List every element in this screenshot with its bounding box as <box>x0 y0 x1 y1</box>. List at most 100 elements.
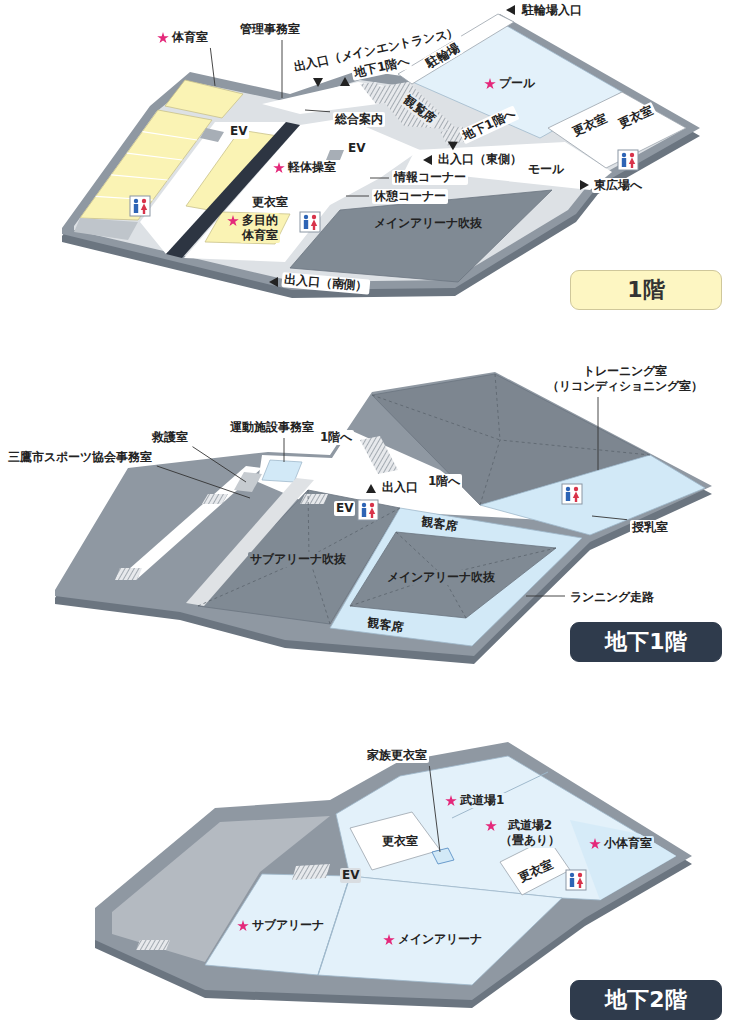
toilet-woman <box>631 164 633 168</box>
direction-arrow <box>506 5 515 15</box>
elevator <box>326 150 344 160</box>
toilet-frame <box>300 212 320 232</box>
place-label: EV <box>346 141 367 156</box>
toilet-icon <box>562 484 582 504</box>
direction-arrow <box>366 484 376 493</box>
toilet-man <box>622 158 626 167</box>
toilet-woman <box>311 220 317 227</box>
place-label: サブアリーナ <box>250 918 326 933</box>
plan-line <box>452 772 548 818</box>
toilet-frame <box>562 484 582 504</box>
place-label: 観覧席 <box>399 92 440 128</box>
place-label: 更衣室 <box>569 110 612 140</box>
toilet-woman <box>630 153 634 157</box>
toilet-woman <box>579 884 581 888</box>
place-label: プール <box>497 76 537 91</box>
leader-line <box>157 466 250 498</box>
stairs <box>202 494 228 504</box>
place-label: 軽体操室 <box>286 160 338 175</box>
plan-line <box>495 374 500 440</box>
plan-line <box>309 557 330 624</box>
place-label: 更衣室 <box>515 856 558 886</box>
toilet-man <box>622 153 626 157</box>
floor-badge: 地下1階 <box>570 622 722 662</box>
place-label: 管理事務室 <box>238 22 302 37</box>
plan-line <box>111 175 167 180</box>
wall-band <box>166 122 300 258</box>
toilet-man <box>362 508 366 517</box>
stairs <box>115 568 142 580</box>
toilet-man <box>362 503 366 507</box>
toilet-woman <box>578 873 582 877</box>
direction-arrow <box>445 137 458 150</box>
place-label: 運動施設事務室 <box>228 420 316 435</box>
room-area <box>74 218 138 240</box>
direction-arrow <box>313 78 323 87</box>
floor-name: 1階 <box>627 277 664 303</box>
toilet-woman <box>371 514 373 518</box>
room-area <box>234 472 262 492</box>
toilet-man <box>134 199 138 203</box>
leader-line <box>284 438 285 462</box>
leader-line <box>305 110 330 112</box>
floor-name: 地下1階 <box>605 629 686 655</box>
toilet-frame <box>358 500 378 520</box>
place-label: 出入口（南側） <box>281 272 370 295</box>
place-label: メインアリーナ <box>396 932 484 947</box>
place-label: 総合案内 <box>333 112 385 127</box>
place-label: 多目的 体育室 <box>240 213 280 243</box>
direction-arrow <box>340 77 350 86</box>
toilet-icon <box>566 870 586 890</box>
place-label: 地下1階へ <box>459 105 520 144</box>
direction-arrow <box>423 155 432 165</box>
toilet-icon <box>358 500 378 520</box>
place-label: 情報コーナー <box>392 170 468 185</box>
place-label: メインアリーナ吹抜 <box>385 570 497 585</box>
leader-line <box>598 397 599 470</box>
plan-line <box>500 440 650 455</box>
floor-slab <box>62 14 700 290</box>
atrium-void <box>290 190 552 282</box>
floor-area <box>74 24 686 282</box>
leader-line <box>210 48 215 86</box>
toilet-woman <box>369 508 375 515</box>
place-label: 駐輪場入口 <box>520 3 584 18</box>
place-label: トレーニング室 （リコンディショニング室） <box>545 364 705 394</box>
leader-line <box>526 596 565 597</box>
corridor-area <box>186 478 314 606</box>
toilet-woman <box>313 226 315 230</box>
place-label: ランニング走路 <box>568 590 656 605</box>
room-area <box>336 756 676 900</box>
toilet-frame <box>618 150 638 170</box>
toilet-man <box>134 204 138 213</box>
toilet-woman <box>573 492 579 499</box>
place-label: EV <box>334 501 355 516</box>
stairs <box>300 494 328 504</box>
leader-line <box>370 178 389 179</box>
stairs <box>360 436 398 474</box>
toilet-woman <box>370 503 374 507</box>
leader-line <box>346 196 369 197</box>
floor-slab <box>55 372 712 656</box>
place-label: 出入口（東側） <box>436 152 524 167</box>
place-label: EV <box>228 124 249 139</box>
room-area <box>350 812 440 870</box>
toilet-woman <box>142 199 146 203</box>
leader-line <box>592 516 627 520</box>
toilet-woman <box>575 498 577 502</box>
leader-line <box>282 40 283 98</box>
toilet-man <box>304 220 308 229</box>
direction-arrow <box>580 180 589 190</box>
leader-line <box>193 447 246 482</box>
place-label: 救護室 <box>150 430 190 445</box>
toilet-icon <box>130 196 150 216</box>
toilet-icon <box>618 150 638 170</box>
place-label: モール <box>526 162 566 177</box>
room-area <box>548 92 686 168</box>
place-label: 授乳室 <box>630 520 670 535</box>
place-label: 小体育室 <box>602 836 654 851</box>
atrium-void <box>350 532 556 618</box>
